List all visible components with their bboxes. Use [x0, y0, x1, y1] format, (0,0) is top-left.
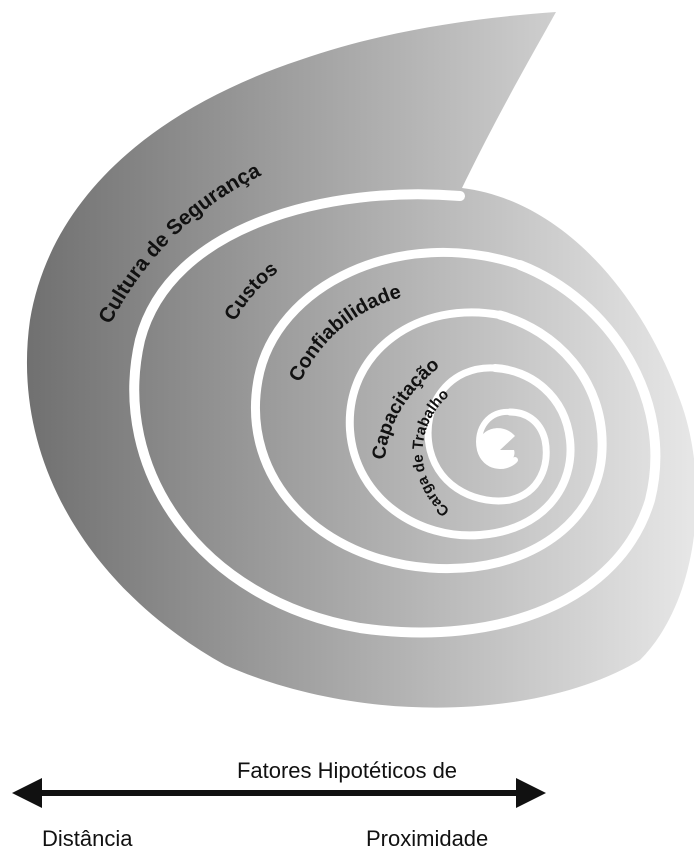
axis-right-label: Proximidade — [366, 826, 488, 852]
arrow-shaft — [34, 790, 524, 796]
axis-title: Fatores Hipotéticos de — [0, 758, 694, 784]
axis-left-label: Distância — [42, 826, 132, 852]
spiral-shell — [27, 12, 694, 708]
